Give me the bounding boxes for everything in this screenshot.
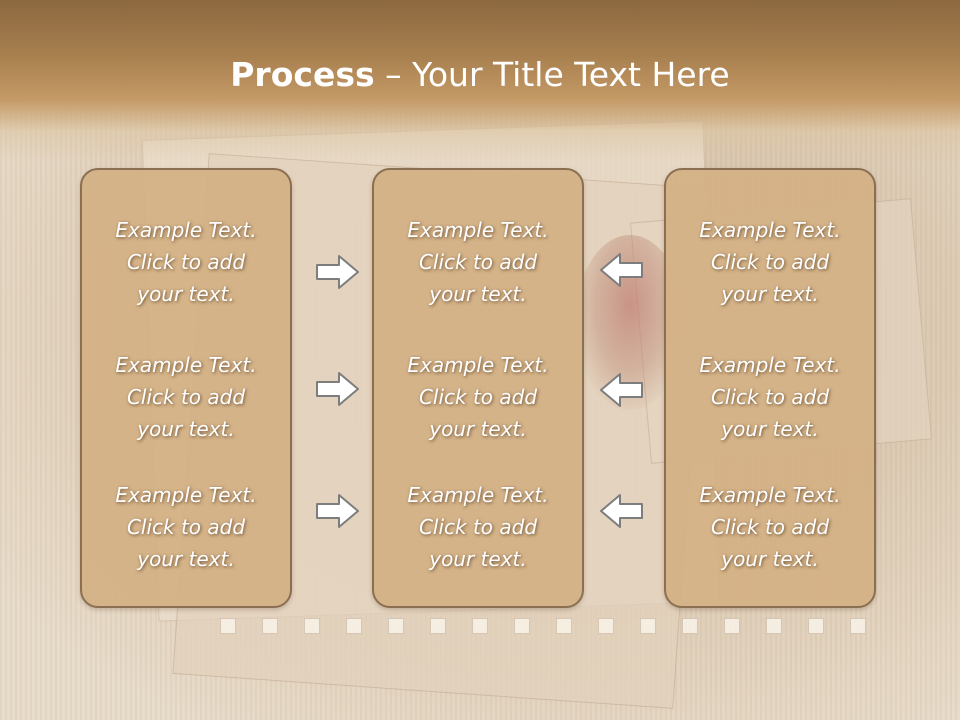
text-placeholder[interactable]: Example Text. Click to add your text. — [699, 483, 841, 571]
process-box-right[interactable]: Example Text. Click to add your text. Ex… — [664, 168, 876, 608]
right-arrow-icon — [315, 370, 361, 408]
text-placeholder[interactable]: Example Text. Click to add your text. — [115, 218, 257, 306]
title-dash: – — [374, 55, 413, 94]
left-arrow-icon — [598, 492, 644, 530]
slide-title[interactable]: Process – Your Title Text Here — [0, 52, 960, 98]
right-arrow-icon — [315, 253, 361, 291]
text-placeholder[interactable]: Example Text. Click to add your text. — [407, 483, 549, 571]
text-placeholder[interactable]: Example Text. Click to add your text. — [407, 353, 549, 441]
process-box-left[interactable]: Example Text. Click to add your text. Ex… — [80, 168, 292, 608]
process-box-middle[interactable]: Example Text. Click to add your text. Ex… — [372, 168, 584, 608]
right-arrow-icon — [315, 492, 361, 530]
text-placeholder[interactable]: Example Text. Click to add your text. — [699, 353, 841, 441]
title-rest: Your Title Text Here — [412, 55, 730, 94]
text-placeholder[interactable]: Example Text. Click to add your text. — [699, 218, 841, 306]
film-strip — [200, 618, 920, 640]
title-bold: Process — [230, 55, 375, 94]
title-bar — [0, 0, 960, 160]
text-placeholder[interactable]: Example Text. Click to add your text. — [115, 353, 257, 441]
left-arrow-icon — [598, 371, 644, 409]
text-placeholder[interactable]: Example Text. Click to add your text. — [407, 218, 549, 306]
left-arrow-icon — [598, 251, 644, 289]
text-placeholder[interactable]: Example Text. Click to add your text. — [115, 483, 257, 571]
